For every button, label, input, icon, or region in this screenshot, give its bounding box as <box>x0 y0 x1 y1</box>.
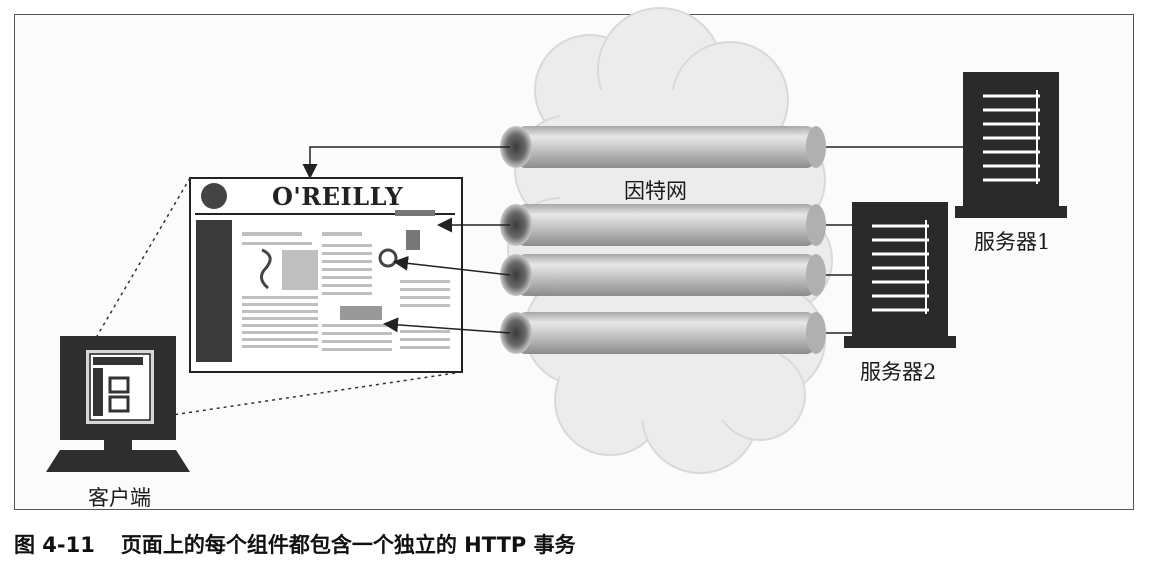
caption-number: 图 4-11 <box>14 533 95 557</box>
network-pipe-1 <box>500 126 826 168</box>
server-2-icon <box>844 202 956 348</box>
browser-page <box>189 177 463 373</box>
server-1-icon <box>955 72 1067 218</box>
network-pipe-4 <box>500 312 826 354</box>
internet-label: 因特网 <box>624 179 687 203</box>
zoom-lines <box>89 177 463 419</box>
server-1-label: 服务器1 <box>974 230 1051 254</box>
figure-caption: 图 4-11 页面上的每个组件都包含一个独立的 HTTP 事务 <box>14 529 576 559</box>
caption-title: 页面上的每个组件都包含一个独立的 HTTP 事务 <box>120 533 576 557</box>
server-links <box>826 146 963 334</box>
oreilly-logo-text: O'REILLY <box>272 182 404 211</box>
transaction-arrows <box>302 146 511 334</box>
client-label: 客户端 <box>88 486 151 510</box>
client-computer-icon <box>46 336 190 472</box>
server-2-label: 服务器2 <box>860 360 937 384</box>
network-pipe-2 <box>500 204 826 246</box>
network-pipe-3 <box>500 254 826 296</box>
